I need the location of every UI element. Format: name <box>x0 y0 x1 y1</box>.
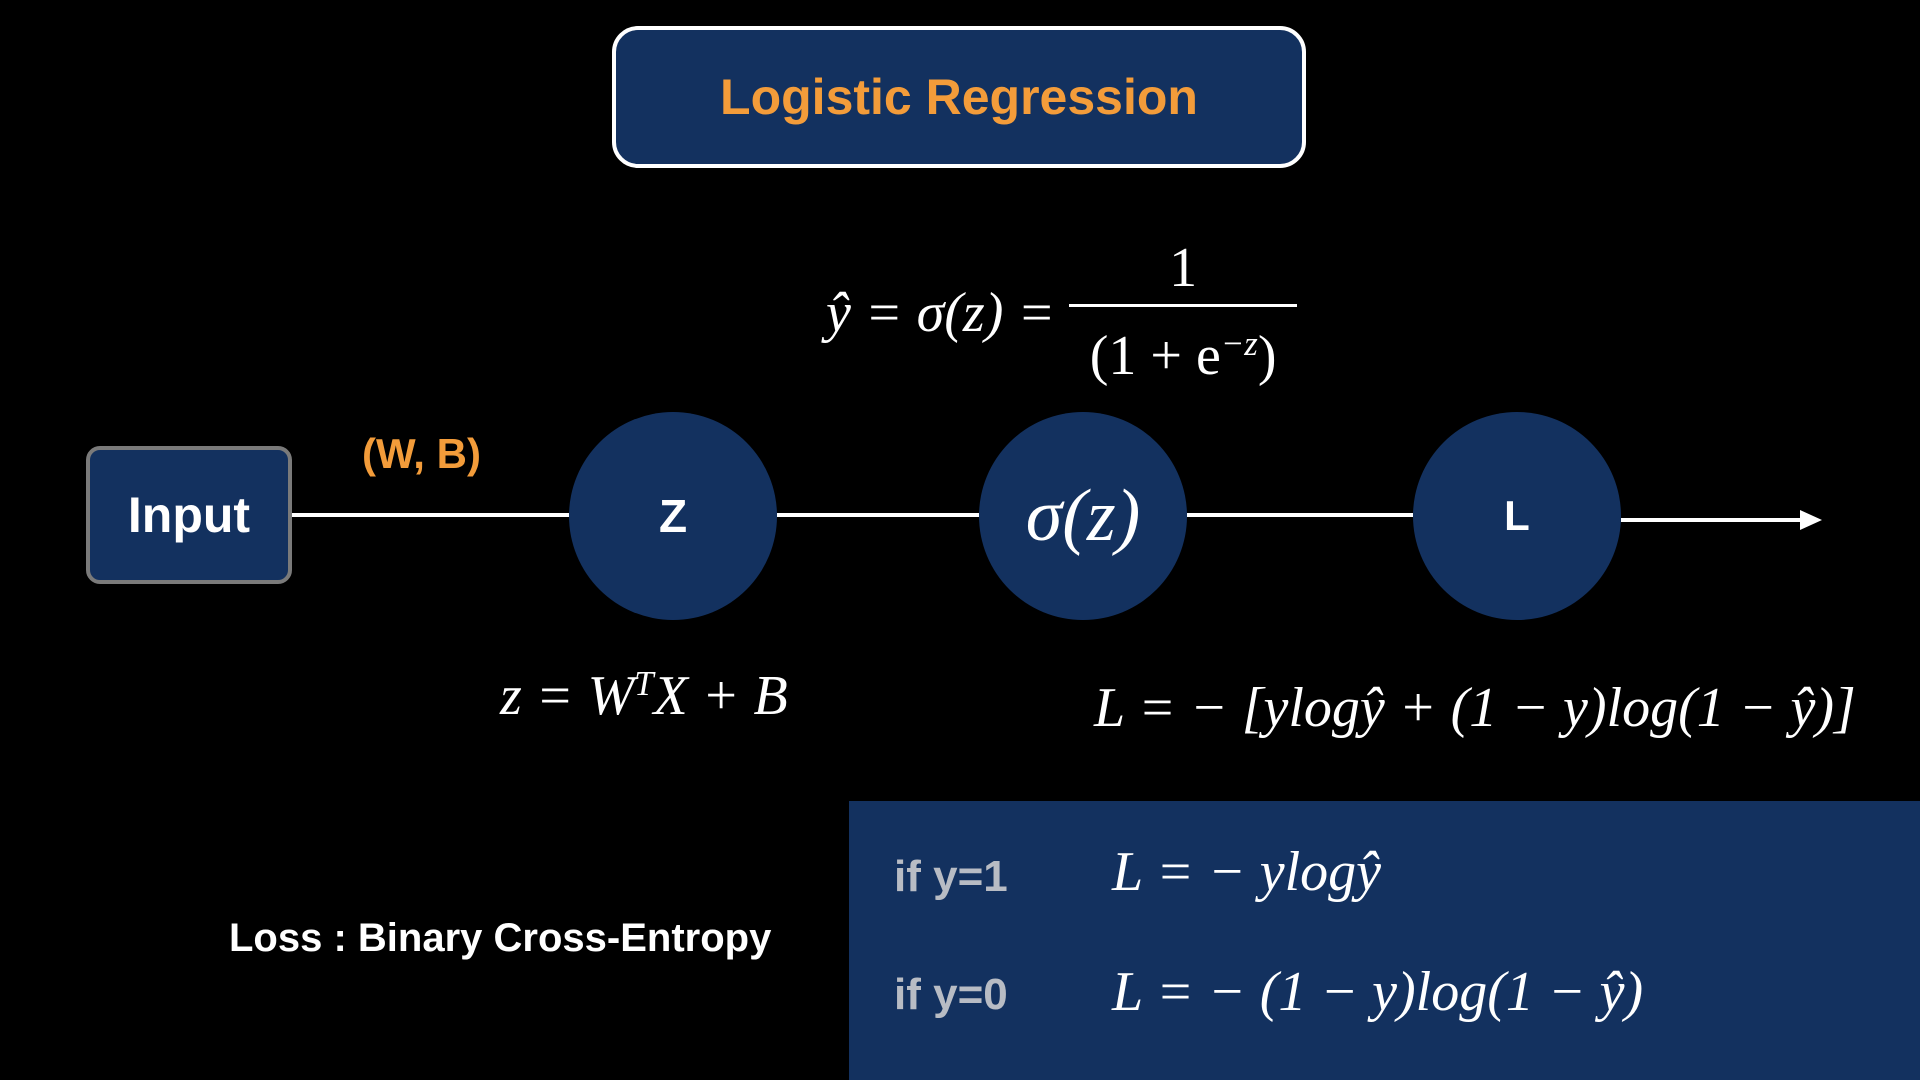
z-formula-transpose: T <box>634 664 654 703</box>
case-condition-y0: if y=0 <box>894 970 1008 1019</box>
title-box: Logistic Regression <box>612 26 1306 168</box>
sigmoid-formula-lhs: ŷ = σ(z) = <box>826 281 1056 344</box>
output-arrowhead <box>1800 510 1822 530</box>
z-formula-lhs: z = W <box>500 665 635 728</box>
case-formula-y0: L = − (1 − y)log(1 − ŷ) <box>1112 961 1644 1023</box>
node-loss: L <box>1413 412 1621 620</box>
sigmoid-denominator: (1 + e−z) <box>1090 313 1277 387</box>
input-node: Input <box>86 446 292 584</box>
z-formula-rest: X + B <box>653 665 788 728</box>
loss-caption: Loss : Binary Cross-Entropy <box>229 916 772 960</box>
node-sigma: σ(z) <box>979 412 1187 620</box>
case-formula-y1: L = − ylogŷ <box>1112 841 1381 903</box>
edge-sigma-to-l <box>1187 513 1413 517</box>
loss-cases-box <box>849 801 1920 1080</box>
denominator-close: ) <box>1257 325 1277 388</box>
sigmoid-numerator: 1 <box>1169 237 1198 299</box>
sigmoid-formula: ŷ = σ(z) = 1 (1 + e−z) <box>826 237 1298 387</box>
z-formula: z = WTX + B <box>500 664 788 728</box>
denominator-base: (1 + e <box>1089 325 1221 388</box>
edge-z-to-sigma <box>777 513 979 517</box>
fraction-bar <box>1069 304 1298 307</box>
params-label: (W, B) <box>362 430 481 477</box>
node-z: Z <box>569 412 777 620</box>
case-condition-y1: if y=1 <box>894 852 1008 901</box>
loss-formula: L = − [ylogŷ + (1 − y)log(1 − ŷ)] <box>1094 677 1856 739</box>
diagram-title: Logistic Regression <box>720 69 1198 125</box>
edge-l-output <box>1621 518 1803 522</box>
denominator-exponent: −z <box>1220 324 1258 363</box>
sigmoid-fraction: 1 (1 + e−z) <box>1069 237 1298 387</box>
edge-input-to-z <box>292 513 569 517</box>
